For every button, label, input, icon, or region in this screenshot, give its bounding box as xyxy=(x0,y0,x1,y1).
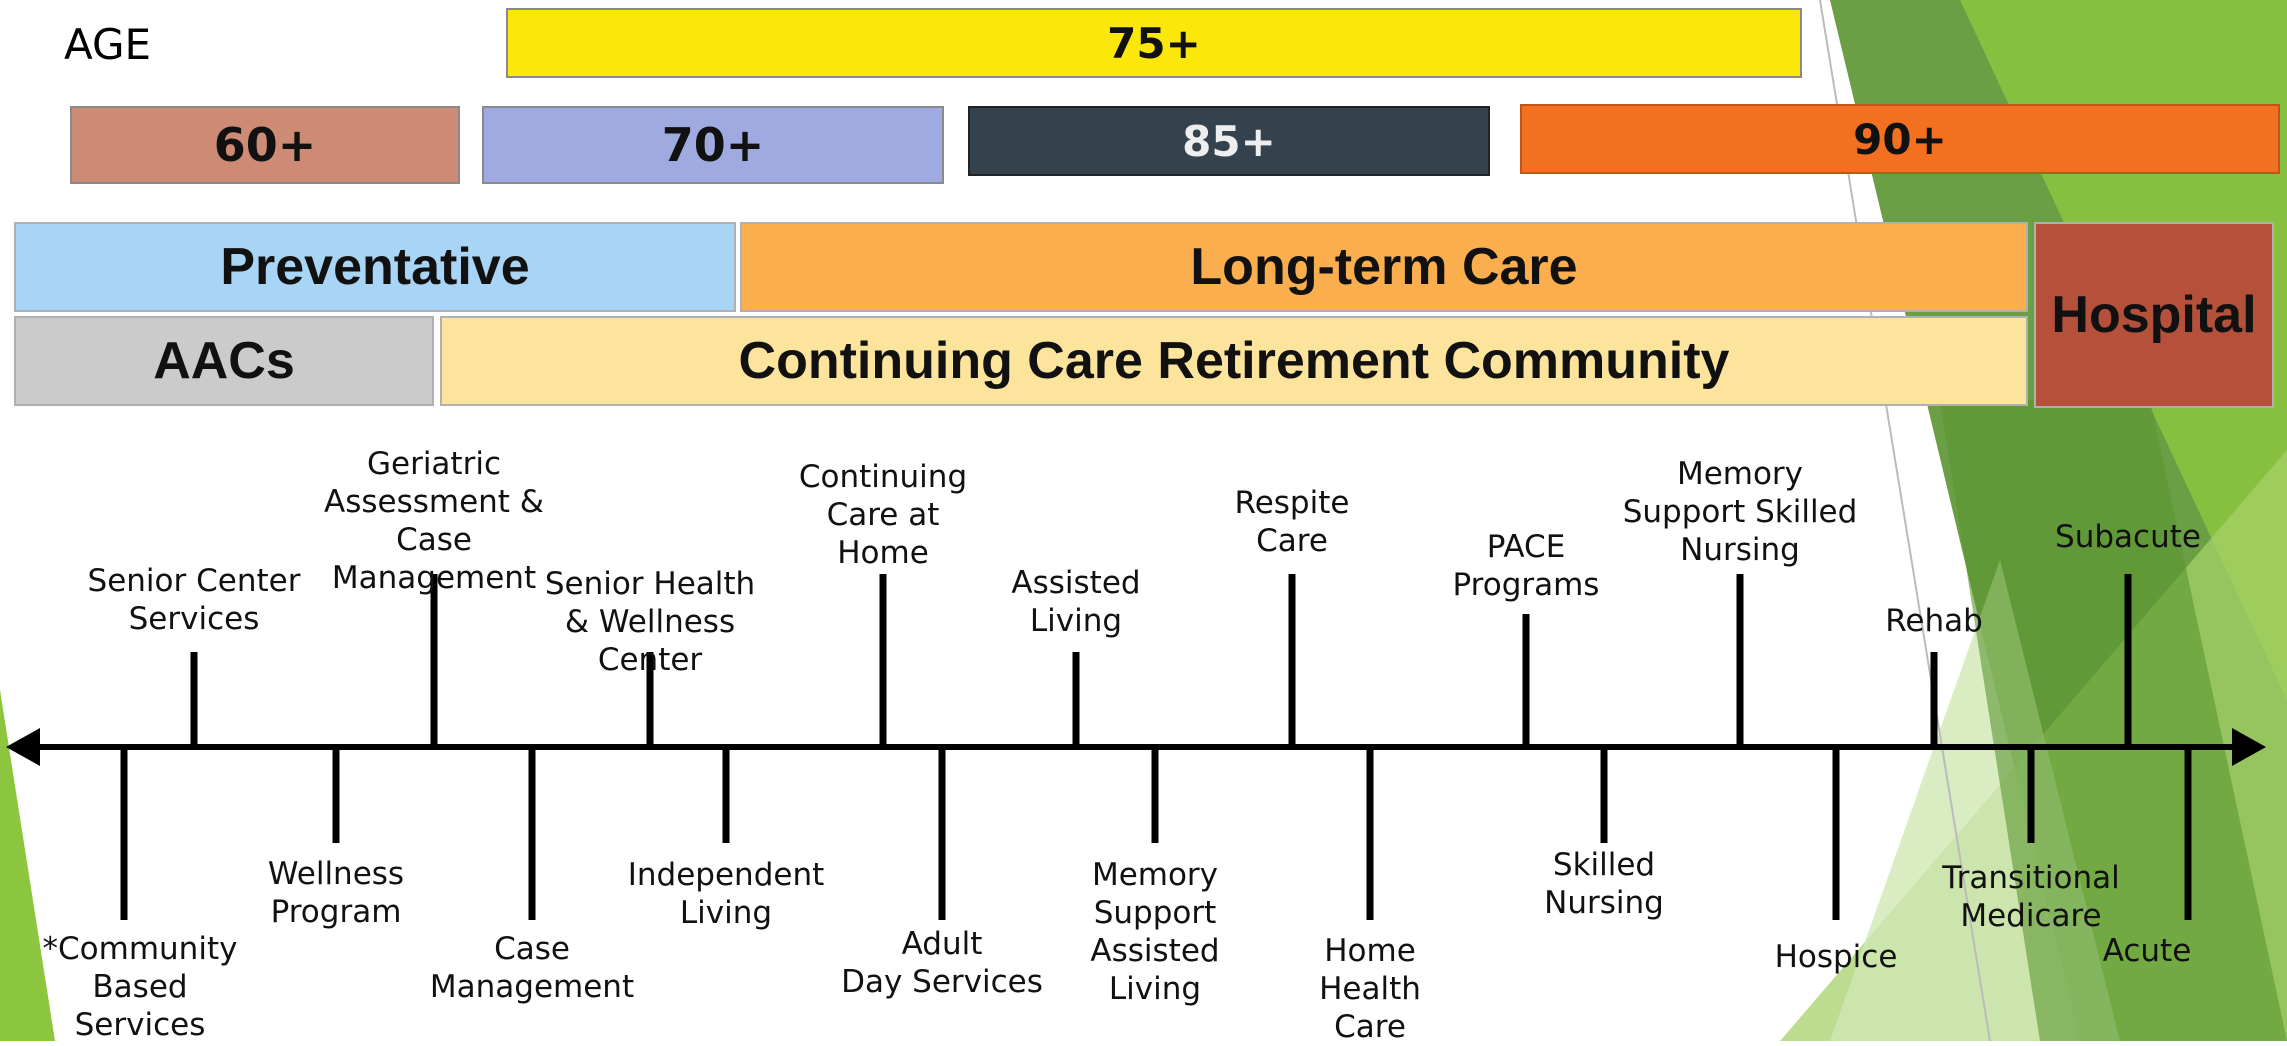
age-bar-60-plus: 60+ xyxy=(70,106,460,184)
arrow-right-icon xyxy=(2232,728,2266,766)
timeline-label: Transitional Medicare xyxy=(1942,860,2120,934)
timeline-label: Adult Day Services xyxy=(841,926,1043,1000)
timeline-label: Senior Health & Wellness Center xyxy=(544,566,756,678)
timeline-label: Senior Center Services xyxy=(87,563,301,637)
timeline-label: Independent Living xyxy=(627,857,825,931)
care-bar-preventative: Preventative xyxy=(14,222,736,312)
timeline-label: Acute xyxy=(2102,933,2192,969)
timeline-label: Hospice xyxy=(1774,939,1898,975)
timeline-label: Assisted Living xyxy=(1011,565,1141,639)
age-bar-90-plus: 90+ xyxy=(1520,104,2280,174)
timeline-label: Case Management xyxy=(429,931,635,1005)
age-bar-75-plus: 75+ xyxy=(506,8,1802,78)
timeline-label: Rehab xyxy=(1885,603,1983,639)
timeline-label: Geriatric Assessment & Case Management xyxy=(324,446,544,596)
age-bar-70-plus: 70+ xyxy=(482,106,944,184)
timeline-label: PACE Programs xyxy=(1452,529,1600,603)
care-bar-ccrc: Continuing Care Retirement Community xyxy=(440,316,2028,406)
care-bar-aacs: AACs xyxy=(14,316,434,406)
timeline-label: Respite Care xyxy=(1234,485,1350,559)
arrow-left-icon xyxy=(6,728,40,766)
care-bar-hospital: Hospital xyxy=(2034,222,2274,408)
timeline-label: Subacute xyxy=(2055,519,2201,555)
timeline-label: Wellness Program xyxy=(267,856,405,930)
age-bar-85-plus: 85+ xyxy=(968,106,1490,176)
timeline-label: Memory Support Skilled Nursing xyxy=(1622,456,1858,568)
green-shape-right-deep xyxy=(1940,400,2287,1041)
timeline-label: *Community Based Services xyxy=(42,931,238,1043)
timeline-label: Continuing Care at Home xyxy=(798,459,968,571)
care-bar-long-term-care: Long-term Care xyxy=(740,222,2028,312)
timeline-label: Skilled Nursing xyxy=(1544,847,1664,921)
timeline-label: Memory Support Assisted Living xyxy=(1090,857,1220,1007)
age-label: AGE xyxy=(64,20,152,69)
timeline-label: Home Health Care xyxy=(1319,933,1421,1045)
green-shape-left xyxy=(0,690,55,1041)
